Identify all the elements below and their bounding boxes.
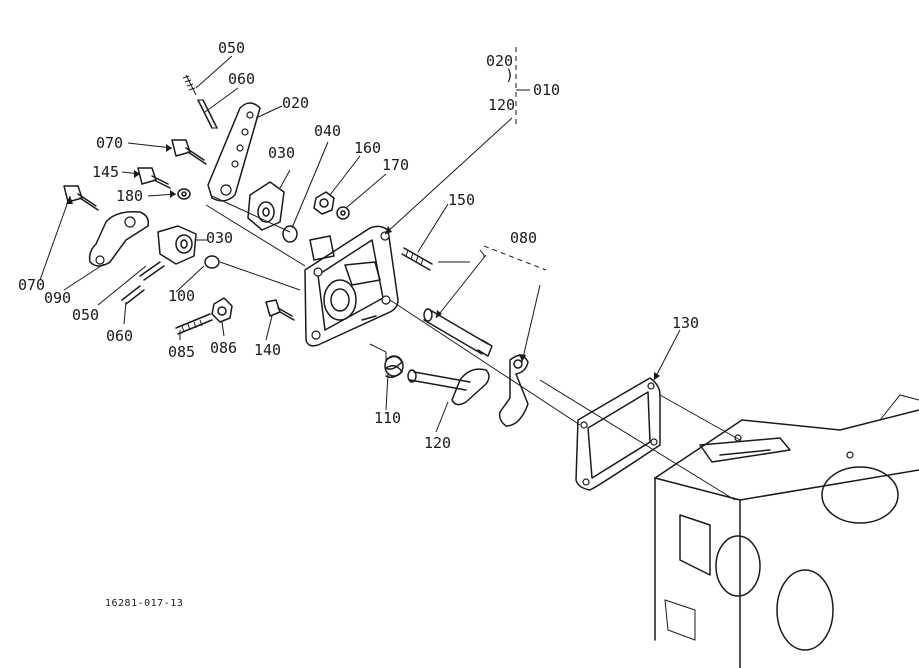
label-040: 040 [314, 122, 341, 140]
label-010: 010 [533, 81, 560, 99]
label-085: 085 [168, 343, 195, 361]
nut-160 [313, 191, 335, 215]
label-130: 130 [672, 314, 699, 332]
label-160: 160 [354, 139, 381, 157]
label-110: 110 [374, 409, 401, 427]
washer-180 [177, 188, 191, 200]
label-060-top: 060 [228, 70, 255, 88]
label-170: 170 [382, 156, 409, 174]
pin-060-top [197, 99, 218, 129]
bolt-070-left [63, 185, 99, 211]
gasket-130 [575, 377, 661, 491]
shaft-080 [423, 308, 493, 357]
bolt-145 [137, 167, 171, 189]
o-ring-100 [204, 255, 220, 269]
label-140: 140 [254, 341, 281, 359]
spring-050-low [139, 261, 165, 281]
label-100: 100 [168, 287, 195, 305]
label-020-group: 020 [486, 52, 513, 70]
label-050-low: 050 [72, 306, 99, 324]
pin-060-low [121, 285, 145, 305]
screw-085 [175, 313, 213, 335]
fitting-030-upper [247, 181, 285, 231]
arrowheads [66, 144, 660, 380]
bolt-070-top [171, 139, 207, 165]
engine-block [654, 394, 919, 668]
label-060-low: 060 [106, 327, 133, 345]
nut-086 [211, 297, 233, 323]
governor-housing [304, 225, 399, 347]
label-120-shaft: 120 [424, 434, 451, 452]
label-145: 145 [92, 163, 119, 181]
part-labels: 010 020 ) 120 050 060 020 070 145 180 03… [18, 39, 699, 609]
bolt-140 [265, 299, 295, 321]
label-070-top: 070 [96, 134, 123, 152]
label-086: 086 [210, 339, 237, 357]
label-080: 080 [510, 229, 537, 247]
washer-170 [336, 206, 350, 220]
o-ring-040 [282, 225, 298, 243]
shaft-120 [407, 368, 490, 406]
stud-150 [401, 247, 433, 271]
label-030-upper: 030 [268, 144, 295, 162]
assembly-lines [205, 195, 741, 501]
label-180: 180 [116, 187, 143, 205]
label-090: 090 [44, 289, 71, 307]
label-020-arm: 020 [282, 94, 309, 112]
lever-arm-020 [207, 102, 261, 202]
link-080 [498, 354, 529, 427]
callout-leaders [39, 47, 681, 433]
label-120-group: 120 [488, 96, 515, 114]
fitting-030-lower [157, 225, 197, 265]
spring-050-top [182, 74, 197, 96]
drawing-code: 16281-017-13 [105, 598, 183, 609]
label-030-lower: 030 [206, 229, 233, 247]
label-150: 150 [448, 191, 475, 209]
spring-110 [384, 355, 404, 379]
label-070-left: 070 [18, 276, 45, 294]
label-050-top: 050 [218, 39, 245, 57]
label-tilde: ) [505, 66, 514, 84]
lever-090 [88, 210, 150, 267]
